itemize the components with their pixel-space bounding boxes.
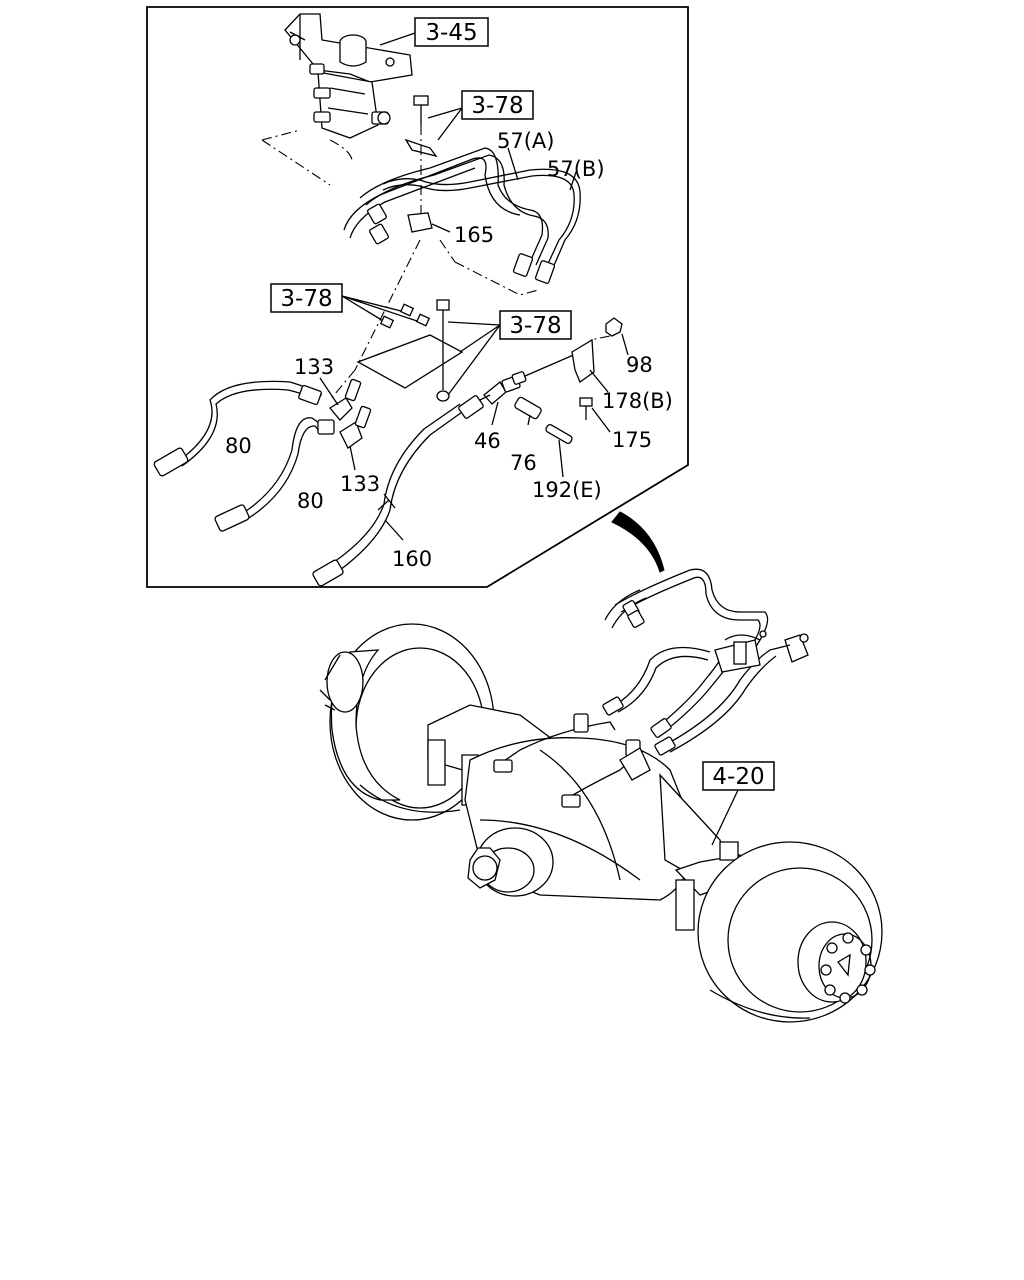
callout-133-bottom: 133 — [340, 472, 380, 496]
callout-175: 175 — [612, 428, 652, 452]
fitting-133 — [319, 377, 372, 471]
callout-178b: 178(B) — [602, 389, 673, 413]
svg-text:3-78: 3-78 — [471, 93, 523, 119]
callout-133-top: 133 — [294, 355, 334, 379]
clip-bolt-top — [404, 95, 438, 215]
rear-axle-assembly — [319, 568, 883, 1023]
callout-80-left: 80 — [225, 434, 252, 458]
pipe-192e — [545, 423, 573, 478]
mounting-plate — [329, 334, 464, 402]
ref-box-3-78-right[interactable]: 3-78 — [447, 310, 572, 396]
brake-pipe-57 — [343, 147, 581, 284]
ref-box-3-78-left[interactable]: 3-78 — [270, 283, 421, 323]
callout-192e: 192(E) — [532, 478, 602, 502]
callout-76: 76 — [510, 451, 537, 475]
svg-text:3-78: 3-78 — [509, 313, 561, 339]
callout-160: 160 — [392, 547, 432, 571]
detail-pointer-arrow — [611, 511, 665, 573]
relay-valve-assembly — [261, 13, 413, 186]
hose-80 — [153, 380, 335, 532]
tee-fitting-46 — [479, 349, 586, 426]
callout-80-right: 80 — [297, 489, 324, 513]
detail-inset-frame — [146, 6, 689, 588]
clip-165 — [407, 212, 451, 233]
svg-text:3-78: 3-78 — [280, 286, 332, 312]
callout-57b: 57(B) — [547, 157, 605, 181]
ref-box-3-78-top[interactable]: 3-78 — [427, 90, 534, 141]
callout-165: 165 — [454, 223, 494, 247]
nut-98 — [589, 317, 629, 356]
clamp-bolts-mid — [379, 299, 450, 335]
svg-text:3-45: 3-45 — [425, 20, 477, 46]
callout-57a: 57(A) — [497, 129, 554, 153]
connector-76 — [514, 396, 542, 426]
svg-text:4-20: 4-20 — [712, 764, 764, 790]
guide-line — [354, 239, 539, 371]
callout-98: 98 — [626, 353, 653, 377]
callout-46: 46 — [474, 429, 501, 453]
bracket-178b — [571, 338, 611, 433]
ref-box-3-45[interactable]: 3-45 — [379, 17, 489, 47]
ref-box-4-20[interactable]: 4-20 — [702, 761, 775, 846]
hose-160 — [312, 395, 484, 587]
